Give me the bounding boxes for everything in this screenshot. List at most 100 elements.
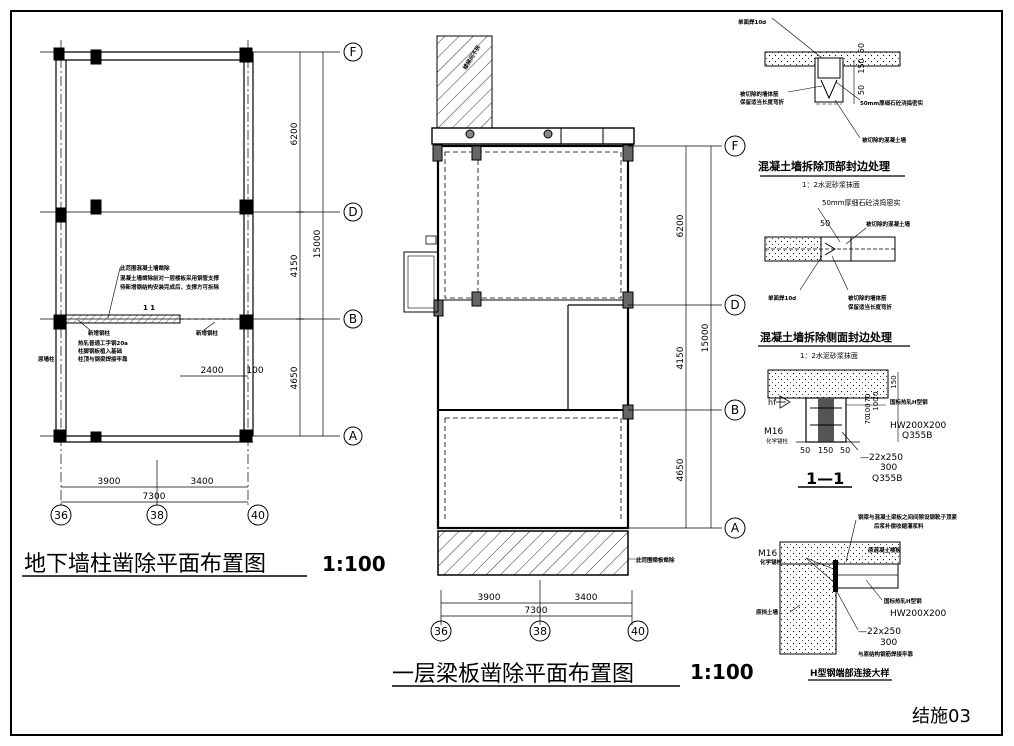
d2-50mm: 50mm厚细石砼浇捣密实: [822, 198, 901, 207]
d3-v100: 100: [872, 397, 880, 410]
d3-v100b: 100: [864, 403, 872, 416]
axis-40-label-2: 40: [631, 625, 645, 638]
axis-B-label: B: [349, 312, 357, 326]
d3-v70b: 70: [864, 394, 872, 403]
dim-15000: 15000: [313, 229, 323, 258]
d3-v70c: 70: [864, 416, 872, 425]
dim2-6200: 6200: [676, 214, 686, 237]
d1-cut2: 保留适当长度弯折: [739, 98, 785, 106]
note-existing-wall: 原墙柱: [38, 355, 55, 363]
d2-cut: 被切除的墙体筋: [848, 294, 887, 302]
d4-steel-size: HW200X200: [890, 609, 946, 619]
plan1-title: 地下墙柱凿除平面布置图: [24, 546, 266, 578]
dim2-3900: 3900: [478, 593, 501, 603]
axis-A-label: A: [349, 429, 358, 443]
d2-bar: 单面焊10d: [768, 294, 796, 302]
d3-steel-grade: Q355B: [902, 431, 932, 441]
d1-dim-50: 50: [857, 85, 866, 95]
d3-v150: 150: [890, 375, 898, 388]
dim-6200: 6200: [290, 122, 300, 145]
d3-steel-note: 国标热轧H型钢: [890, 398, 928, 406]
d3-plate-grade: Q355B: [872, 474, 902, 484]
dim2-3400: 3400: [575, 593, 598, 603]
plan1-scale-text: 1:100: [322, 552, 386, 576]
d3-v70a: 70: [872, 392, 880, 401]
axis-F-label-2: F: [732, 139, 739, 153]
d3-section-label: 1—1: [806, 469, 844, 488]
axis-38-label-2: 38: [533, 625, 547, 638]
note-hot-rolled-1: 热轧普通工字钢20a: [78, 339, 128, 347]
detail-top-sealing: [760, 17, 905, 177]
d2-cut2: 保留适当长度弯折: [847, 303, 893, 311]
dim-3400: 3400: [191, 477, 214, 487]
plan2-scale: 1:100: [690, 660, 754, 684]
d1-kept: 被切除的混凝土墙: [862, 136, 907, 144]
d3-dim-50b: 50: [840, 446, 850, 455]
detail-side-sealing: [758, 207, 910, 347]
note-remove-wall: 此范围混凝土墙凿除: [120, 264, 170, 272]
d1-dim-50b: 50: [857, 43, 866, 53]
note-hot-rolled-2: 柱脚钢板植入基础: [78, 347, 123, 355]
d1-bar: 单面焊10d: [738, 18, 766, 26]
axis-36-label-2: 36: [434, 625, 448, 638]
dim-2400: 2400: [201, 366, 224, 376]
detail-section-1-1: [767, 369, 899, 488]
d1-dim-150: 150: [857, 58, 866, 73]
plan1-scale: 1:100: [322, 552, 386, 576]
plan2-scale-text: 1:100: [690, 660, 754, 684]
d4-plate2: 300: [880, 638, 897, 648]
d4-title: H型钢端部连接大样: [810, 667, 890, 679]
d4-wall-note: 原挡土墙: [756, 608, 779, 616]
note-section-mark: 1 1: [143, 304, 155, 312]
dim2-4650: 4650: [676, 458, 686, 481]
plan-basement: [22, 40, 363, 577]
d4-note-top: 钢梁与混凝土梁板之间间隙设钢靴子顶紧: [858, 513, 958, 521]
d1-cut: 被切除的墙体筋: [740, 90, 779, 98]
d4-steel-note: 国标热轧H型钢: [884, 597, 922, 605]
dim2-7300: 7300: [525, 606, 548, 616]
plan-first-floor: [392, 35, 746, 687]
d2-removed: 被切除的混凝土墙: [866, 220, 911, 228]
d3-dim-50a: 50: [800, 446, 810, 455]
note-remove-wall-2: 待新增钢结构安装完成后，支撑方可拆除: [120, 283, 220, 291]
axis-A-label-2: A: [731, 521, 740, 535]
note-hot-rolled-3: 柱顶与钢梁焊接牢靠: [78, 355, 128, 363]
note-new-col-left: 新增钢柱: [88, 329, 111, 337]
d3-plate: —22x250: [860, 453, 903, 463]
sheet-number: 结施03: [912, 706, 971, 727]
note-new-col-right: 新增钢柱: [196, 329, 219, 337]
d2-subtitle: 1：2水泥砂浆抹面: [800, 351, 858, 360]
dim-4150: 4150: [290, 254, 300, 277]
note-hatched-zone: 此范围梁板凿除: [636, 556, 675, 564]
axis-D-label: D: [348, 205, 357, 219]
d3-anchor: M16: [764, 427, 783, 437]
d3-steel-size: HW200X200: [890, 421, 946, 431]
d1-title: 混凝土墙拆除顶部封边处理: [758, 159, 890, 173]
detail-h-steel-end: [779, 519, 901, 681]
d4-plate-note: 与原结构钢筋焊接牢靠: [858, 650, 914, 658]
d2-title: 混凝土墙拆除侧面封边处理: [760, 330, 892, 344]
dim-100: 100: [246, 366, 263, 376]
d4-note-thick: 原混凝土楼板: [868, 546, 902, 554]
axis-B-label-2: B: [731, 403, 739, 417]
plan2-title: 一层梁板凿除平面布置图: [392, 656, 634, 688]
plan2-title-text: 一层梁板凿除平面布置图: [392, 662, 635, 687]
axis-40-label: 40: [251, 509, 265, 522]
d4-plate: —22x250: [858, 627, 901, 637]
sheet-frame: [10, 10, 1003, 736]
axis-38-label: 38: [150, 509, 164, 522]
note-remove-wall-1: 混凝土墙凿除前对一层楼板采用钢管支撑: [120, 274, 220, 282]
d4-anchor: M16: [758, 549, 777, 559]
d4-note-top2: 后浆补偿收缩灌浆料: [874, 522, 924, 530]
d3-anchor-note: 化学锚栓: [766, 437, 789, 445]
d2-dim50: 50: [820, 219, 830, 228]
dim2-4150: 4150: [676, 346, 686, 369]
d1-50mm: 50mm厚细石砼浇捣密实: [860, 99, 924, 107]
dim-4650: 4650: [290, 366, 300, 389]
d3-dim-150: 150: [818, 446, 833, 455]
axis-D-label-2: D: [730, 298, 739, 312]
dim-7300: 7300: [143, 492, 166, 502]
axis-F-label: F: [350, 45, 357, 59]
d4-anchor-note: 化学锚栓: [760, 558, 783, 566]
